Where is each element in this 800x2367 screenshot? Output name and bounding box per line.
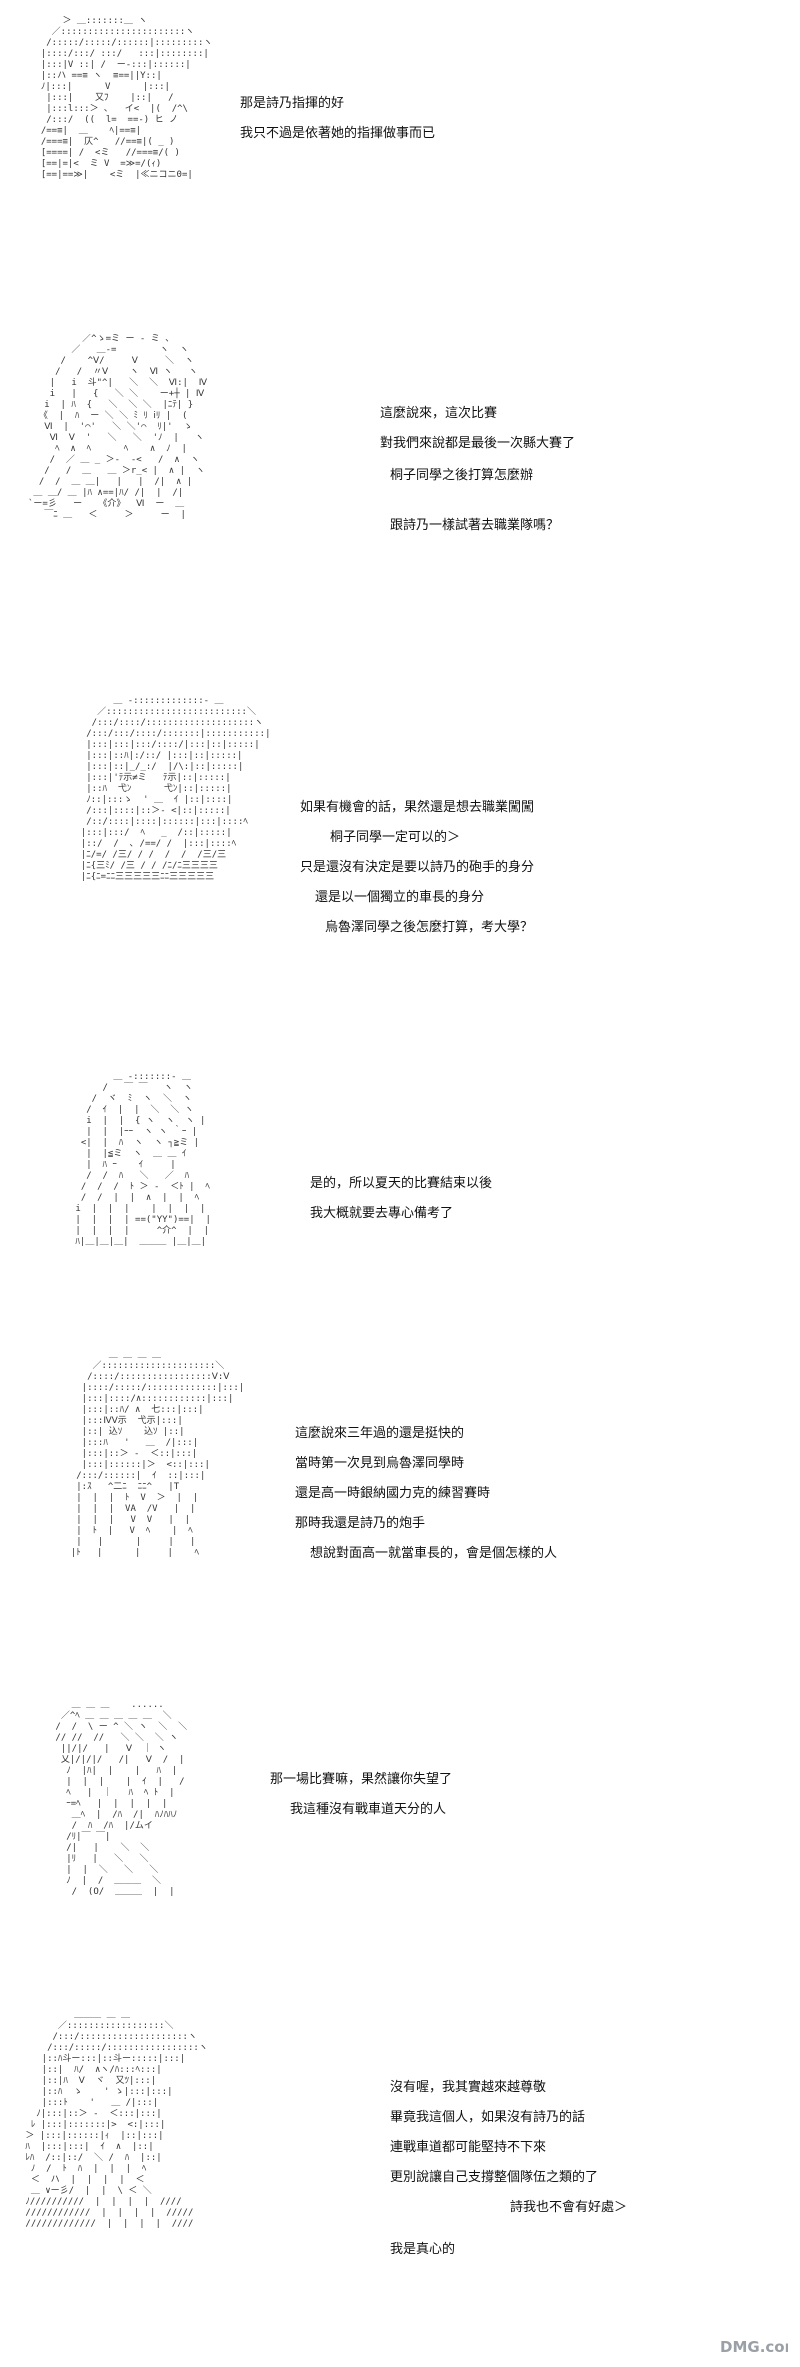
dialogue-line: 我大概就要去專心備考了	[310, 1206, 454, 1221]
panel-6: ＿ ＿ ＿ ...... ／^ﾍ ＿ ＿ ＿ ＿ ＿ ＼ / / \ ー ^ ＼…	[0, 1690, 800, 1990]
panel-3: ＿ -:::::::::::::- ＿ ／:::::::::::::::::::…	[0, 680, 800, 1060]
dialogue-line: 跟詩乃一樣試著去職業隊嗎？	[390, 518, 560, 533]
dialogue-line: 這麼說來三年過的還是挺快的	[295, 1426, 465, 1441]
dialogue-line: 這麼說來，這次比賽	[380, 406, 498, 421]
dialogue-line: 那一場比賽嘛，果然讓你失望了	[270, 1772, 453, 1787]
dialogue-line: 桐子同學之後打算怎麼辦	[390, 468, 534, 483]
ascii-art-figure-1: ＞ ＿:::::::＿ ヽ ／:::::::::::::::::::::::ヽ …	[40, 16, 213, 180]
dialogue-line: 如果有機會的話，果然還是想去職業闖闖	[300, 800, 535, 815]
ascii-art-figure-7: ＿＿＿ ＿ ＿ ／::::::::::::::::::＼ /:::/::::::…	[25, 2010, 208, 2229]
ascii-art-figure-5: ＿ ＿ ＿ ＿ ／:::::::::::::::::::::＼ /::::/::…	[70, 1350, 245, 1558]
dialogue-line: 那時我還是詩乃的炮手	[295, 1516, 426, 1531]
dialogue-line: 是的，所以夏天的比賽結束以後	[310, 1176, 493, 1191]
ascii-art-figure-3: ＿ -:::::::::::::- ＿ ／:::::::::::::::::::…	[80, 696, 271, 882]
dialogue-line: 那是詩乃指揮的好	[240, 96, 345, 111]
panel-7: ＿＿＿ ＿ ＿ ／::::::::::::::::::＼ /:::/::::::…	[0, 2000, 800, 2367]
panel-5: ＿ ＿ ＿ ＿ ／:::::::::::::::::::::＼ /::::/::…	[0, 1340, 800, 1680]
dialogue-line: 連戰車道都可能堅持不下來	[390, 2140, 547, 2155]
panel-1: ＞ ＿:::::::＿ ヽ ／:::::::::::::::::::::::ヽ …	[0, 0, 800, 320]
panel-4: ＿ -:::::::- ＿ / ￣ ￣ ヽ ヽ / ヾ ﾐ ヽ ＼ ヽ / ｲ …	[0, 1060, 800, 1350]
dialogue-line: 桐子同學一定可以的＞	[330, 830, 461, 845]
svg-text:DMG.com: DMG.com	[720, 2338, 788, 2356]
dialogue-line: 我這種沒有戰車道天分的人	[290, 1802, 447, 1817]
dialogue-line: 想說對面高一就當車長的，會是個怎樣的人	[310, 1546, 558, 1561]
dialogue-line: 對我們來說都是最後一次縣大賽了	[380, 436, 576, 451]
dialogue-line: 我只不過是依著她的指揮做事而已	[240, 126, 436, 141]
dialogue-line: 還是以一個獨立的車長的身分	[315, 890, 485, 905]
dialogue-line: 沒有喔，我其實越來越尊敬	[390, 2080, 547, 2095]
dialogue-line: 畢竟我這個人，如果沒有詩乃的話	[390, 2110, 586, 2125]
site-logo-watermark: DMG.com	[720, 2338, 788, 2356]
dialogue-line: 更別說讓自己支撐整個隊伍之類的了	[390, 2170, 599, 2185]
ascii-art-figure-4: ＿ -:::::::- ＿ / ￣ ￣ ヽ ヽ / ヾ ﾐ ヽ ＼ ヽ / ｲ …	[75, 1072, 211, 1247]
dialogue-line: 當時第一次見到烏魯澤同學時	[295, 1456, 465, 1471]
panel-2: ／^ゝ=ミ ー - ミ 、 ／ ＿-= ヽ ヽ / ^Ⅴ/ Ⅴ ＼ ヽ / / …	[0, 320, 800, 670]
dialogue-line: 烏魯澤同學之後怎麼打算，考大學？	[325, 920, 534, 935]
ascii-art-figure-2: ／^ゝ=ミ ー - ミ 、 ／ ＿-= ヽ ヽ / ^Ⅴ/ Ⅴ ＼ ヽ / / …	[28, 334, 208, 520]
dialogue-line: 還是高一時銀納國力克的練習賽時	[295, 1486, 491, 1501]
ascii-art-figure-6: ＿ ＿ ＿ ...... ／^ﾍ ＿ ＿ ＿ ＿ ＿ ＼ / / \ ー ^ ＼…	[55, 1700, 188, 1897]
dialogue-line: 只是還沒有決定是要以詩乃的砲手的身分	[300, 860, 535, 875]
dialogue-line: 我是真心的	[390, 2242, 456, 2257]
dialogue-line: 詩我也不會有好處＞	[510, 2200, 628, 2215]
